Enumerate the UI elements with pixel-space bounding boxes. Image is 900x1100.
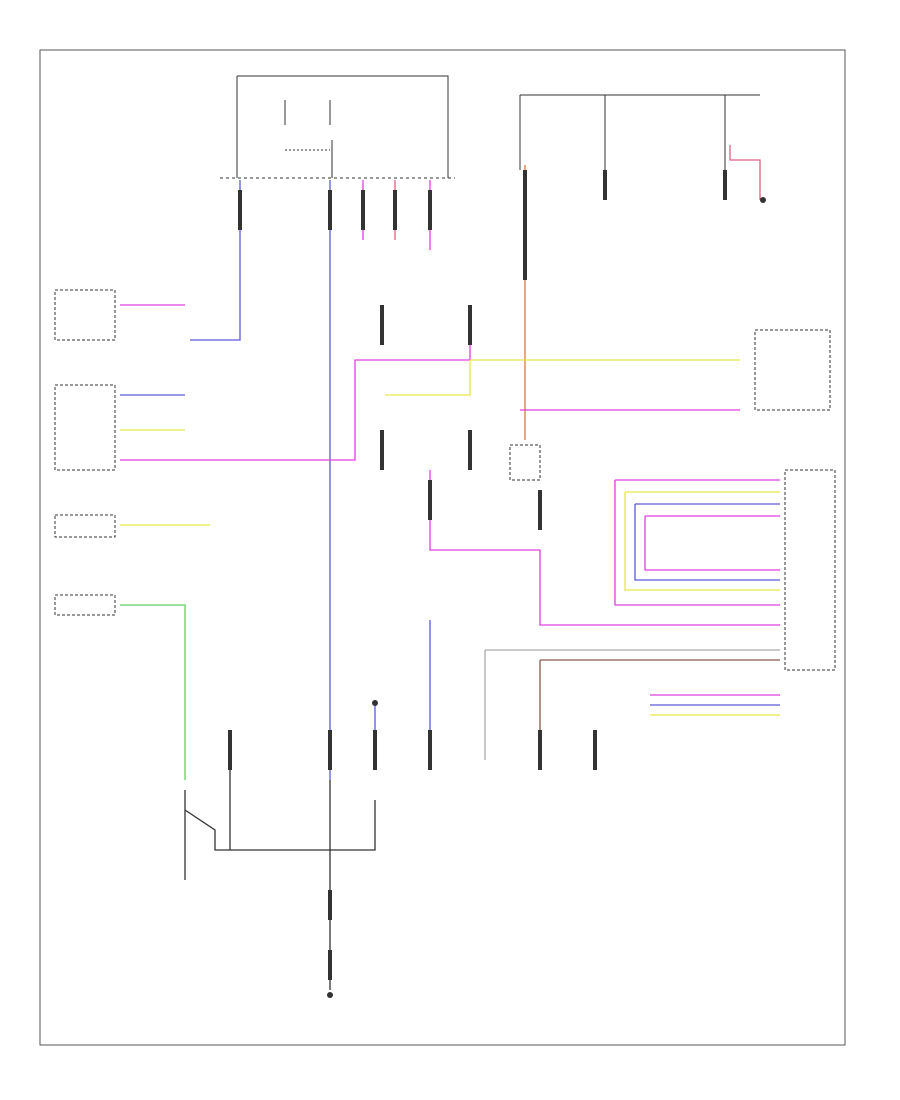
wire-blue-left [190,180,241,341]
wire-transmission-bus [614,479,780,606]
wire-left-magenta [120,304,471,526]
component-box-2 [54,384,116,471]
wire-green [120,604,186,780]
component-box-5 [754,329,831,411]
component-box-1 [54,289,116,341]
wire-magenta-right [429,409,780,626]
wire-ground-bus [184,730,376,990]
wire-lower-right [484,649,780,760]
battery-junction-box [519,94,760,170]
wire-yellow-horizontal [385,359,740,396]
component-box-7 [784,469,836,671]
diagram-border [39,49,846,1046]
wire-battery-right [729,145,761,200]
smart-junction-box [220,75,455,179]
connector-symbols [228,170,766,998]
wire-blue-lower [374,620,431,770]
component-box-4 [54,594,116,616]
component-box-6 [509,444,541,481]
component-box-3 [54,514,116,538]
